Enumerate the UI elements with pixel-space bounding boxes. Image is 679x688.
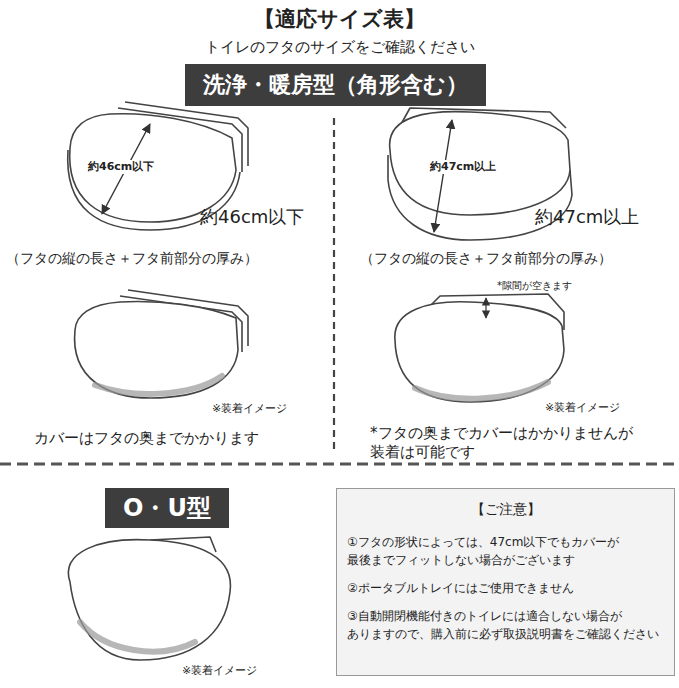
description-text: カバーはフタの奥までかかります: [34, 429, 259, 448]
notice-box: 【ご注意】 ①フタの形状によっては、47cm以下でもカバーが 最後までフィットしな…: [336, 488, 675, 676]
divider-line: [333, 118, 335, 452]
dimension-label: 約47cm以上: [428, 160, 498, 174]
dimension-label: 約46cm以下: [200, 206, 304, 229]
notice-item: ①フタの形状によっては、47cm以下でもカバーが 最後までフィットしない場合がご…: [347, 533, 664, 569]
category-band: O・U型: [105, 488, 229, 528]
toilet-lid-with-cover: [395, 294, 564, 402]
gap-note: *隙間が空きます: [497, 280, 572, 293]
image-note: ※装着イメージ: [212, 402, 287, 416]
chart-title: 【適応サイズ表】: [0, 6, 679, 32]
note-text: （フタの縦の長さ＋フタ前部分の厚み）: [6, 250, 258, 268]
notice-item: ③自動開閉機能付きのトイレには適合しない場合が ありますので、購入前に必ず取扱説…: [347, 607, 664, 643]
description-text: *フタの奥までカバーはかかりませんが 装着は可能です: [370, 424, 660, 462]
toilet-lid-with-cover: [75, 290, 248, 398]
toilet-lid-with-cover: [68, 537, 230, 660]
image-note: ※装着イメージ: [545, 401, 620, 415]
band-title: O・U型: [123, 492, 211, 524]
divider-line: [0, 463, 679, 466]
notice-item: ②ポータブルトレイにはご使用できません: [347, 579, 664, 597]
category-band: 洗浄・暖房型（角形含む）: [185, 64, 486, 106]
image-note: ※装着イメージ: [182, 664, 257, 678]
notice-heading: 【ご注意】: [347, 501, 664, 519]
dimension-label: 約47cm以上: [535, 206, 639, 229]
subtitle: トイレのフタのサイズをご確認ください: [0, 38, 679, 57]
band-title: 洗浄・暖房型（角形含む）: [203, 70, 468, 100]
note-text: （フタの縦の長さ＋フタ前部分の厚み）: [360, 250, 612, 268]
dimension-label: 約46cm以下: [86, 160, 156, 174]
